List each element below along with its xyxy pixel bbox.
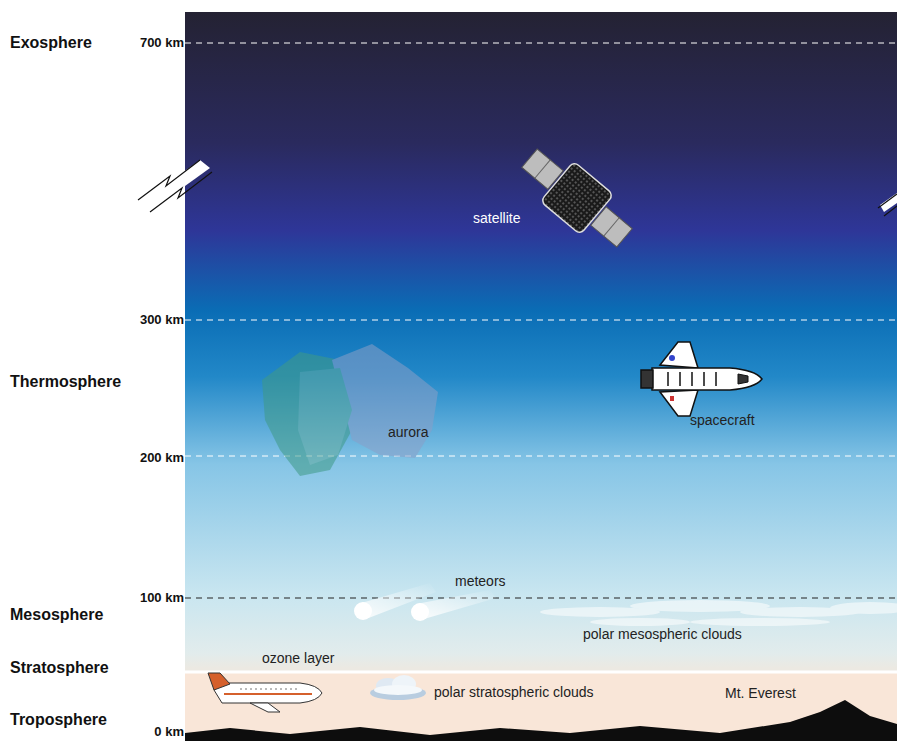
sky-panel — [185, 12, 897, 741]
altitude-label: 700 km — [140, 36, 184, 51]
aurora-shape — [262, 344, 438, 476]
altitude-label: 200 km — [140, 451, 184, 466]
object-label: meteors — [455, 573, 506, 589]
layer-name: Thermosphere — [10, 373, 121, 391]
object-label: aurora — [388, 424, 428, 440]
altitude-label: 300 km — [140, 313, 184, 328]
object-label: ozone layer — [262, 650, 334, 666]
object-label: polar mesospheric clouds — [583, 626, 742, 642]
object-label: polar stratospheric clouds — [434, 684, 594, 700]
axis-break — [138, 160, 897, 216]
stratospheric-cloud — [370, 675, 426, 700]
airplane-icon — [208, 673, 322, 712]
mesospheric-clouds — [540, 600, 897, 626]
spacecraft-icon — [641, 342, 762, 416]
altitude-label: 0 km — [154, 725, 184, 740]
mountain-silhouette — [185, 700, 897, 741]
layer-name: Troposphere — [10, 711, 107, 729]
object-label: spacecraft — [690, 412, 755, 428]
layer-name: Stratosphere — [10, 659, 109, 677]
object-label: satellite — [473, 210, 520, 226]
lower-atmosphere — [185, 672, 897, 741]
object-label: Mt. Everest — [725, 685, 796, 701]
layer-name: Exosphere — [10, 34, 92, 52]
satellite-icon — [513, 138, 641, 258]
altitude-label: 100 km — [140, 591, 184, 606]
layer-name: Mesosphere — [10, 606, 103, 624]
